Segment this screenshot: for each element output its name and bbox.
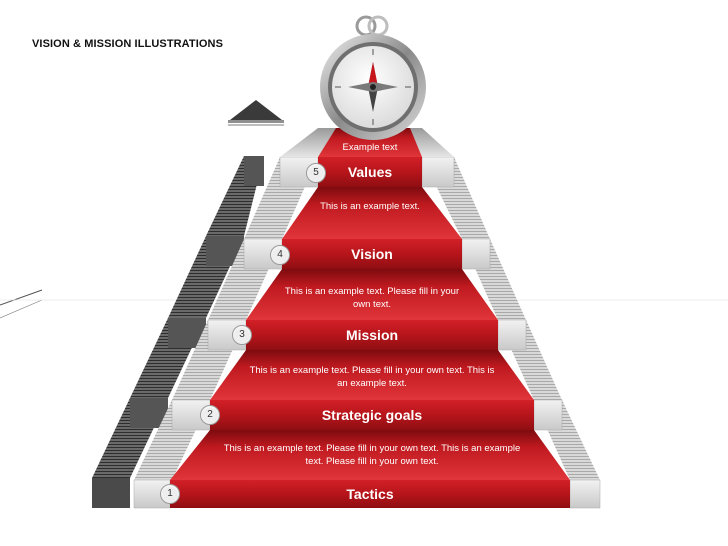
tier-5-label: Values	[347, 164, 393, 180]
tier-3-label: Mission	[345, 327, 399, 343]
left-step-faces	[133, 156, 319, 509]
triangle-arrow-icon	[228, 100, 284, 126]
tier-4-number: 4	[270, 245, 290, 265]
tier-1-label: Tactics	[346, 486, 394, 502]
page-title: VISION & MISSION ILLUSTRATIONS	[32, 38, 224, 50]
tier-4-label: Vision	[351, 246, 393, 262]
tier-1-number: 1	[160, 484, 180, 504]
right-step-faces	[421, 156, 601, 509]
tier-2-label: Strategic goals	[321, 407, 423, 423]
red-tiers	[170, 157, 570, 508]
tier-5-number: 5	[306, 163, 326, 183]
top-platform	[280, 128, 454, 157]
compass-icon	[320, 15, 426, 140]
tier-3-number: 3	[232, 325, 252, 345]
tier-1-text: This is an example text. Please fill in …	[223, 443, 521, 467]
left-staircase	[92, 156, 264, 508]
tier-3-text: This is an example text. Please fill in …	[284, 286, 460, 310]
tier-4-text: This is an example text.	[320, 201, 420, 212]
top-text: Example text	[342, 142, 398, 153]
tier-2-number: 2	[200, 405, 220, 425]
tier-2-text: This is an example text. Please fill in …	[249, 365, 495, 389]
